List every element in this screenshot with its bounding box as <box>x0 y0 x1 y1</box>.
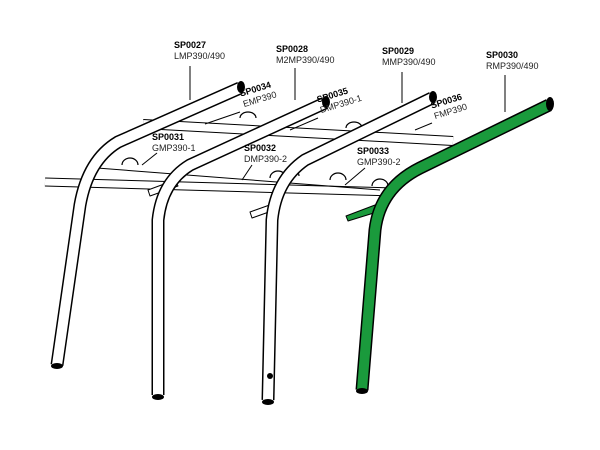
part-code: SP0029 <box>382 46 415 56</box>
tube-sp0029 <box>261 92 435 401</box>
part-code: SP0033 <box>357 146 390 156</box>
part-name: GMP390-1 <box>152 143 196 153</box>
tube-sp0027 <box>50 82 243 366</box>
part-name: GMP390-2 <box>357 157 401 167</box>
part-code: SP0031 <box>152 132 185 142</box>
part-code: SP0030 <box>486 50 519 60</box>
part-name: RMP390/490 <box>486 61 539 71</box>
part-code: SP0027 <box>174 40 207 50</box>
leader-lines <box>141 66 506 186</box>
tube-sp0028 <box>151 97 328 395</box>
part-code: SP0032 <box>244 143 277 153</box>
crossbar-mid <box>96 167 381 191</box>
part-name: LMP390/490 <box>174 51 226 61</box>
crossbar-upper <box>142 119 454 146</box>
part-code: SP0028 <box>276 44 309 54</box>
crossbar-lower <box>44 177 396 197</box>
tube-sp0030-highlighted <box>355 99 552 391</box>
part-name: M2MP390/490 <box>276 55 335 65</box>
tube-ends <box>51 81 554 405</box>
part-name: MMP390/490 <box>382 57 436 67</box>
part-name: DMP390-2 <box>244 154 288 164</box>
